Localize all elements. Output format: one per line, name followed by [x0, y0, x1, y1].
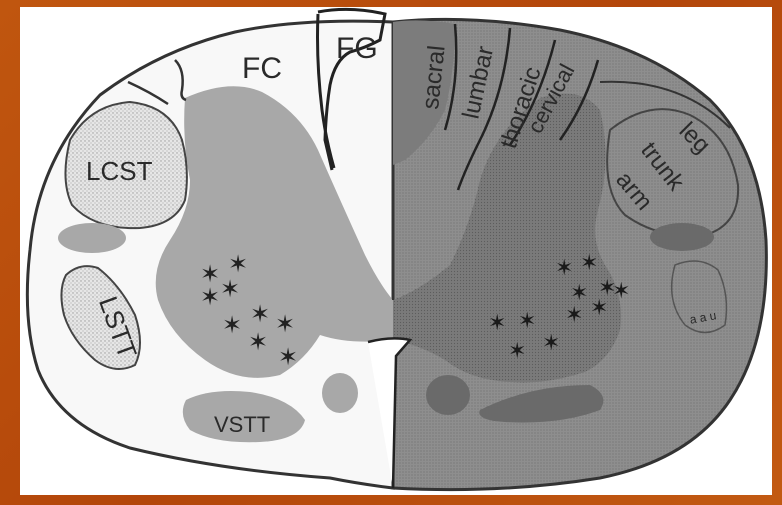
star-mark: ✶ — [220, 276, 240, 303]
left-small-nucleus — [58, 223, 126, 253]
label-fc: FC — [242, 52, 282, 85]
star-mark: ✶ — [590, 295, 608, 320]
star-mark: ✶ — [278, 344, 298, 371]
star-mark: ✶ — [248, 329, 268, 356]
star-mark: ✶ — [228, 251, 248, 278]
star-mark: ✶ — [488, 310, 506, 335]
star-mark: ✶ — [508, 338, 526, 363]
star-mark: ✶ — [222, 312, 242, 339]
star-mark: ✶ — [580, 250, 598, 275]
star-mark: ✶ — [275, 311, 295, 338]
label-vstt: VSTT — [214, 412, 270, 437]
star-mark: ✶ — [565, 302, 583, 327]
label-lcst: LCST — [86, 156, 153, 186]
right-small-nucleus — [650, 223, 714, 251]
right-ventral-nucleus — [426, 375, 470, 415]
star-mark: ✶ — [612, 278, 630, 303]
star-mark: ✶ — [555, 255, 573, 280]
star-mark: ✶ — [250, 301, 270, 328]
star-mark: ✶ — [542, 330, 560, 355]
star-mark: ✶ — [200, 284, 220, 311]
star-mark: ✶ — [518, 308, 536, 333]
label-fg: FG — [336, 32, 378, 65]
left-ventral-nucleus — [322, 373, 358, 413]
